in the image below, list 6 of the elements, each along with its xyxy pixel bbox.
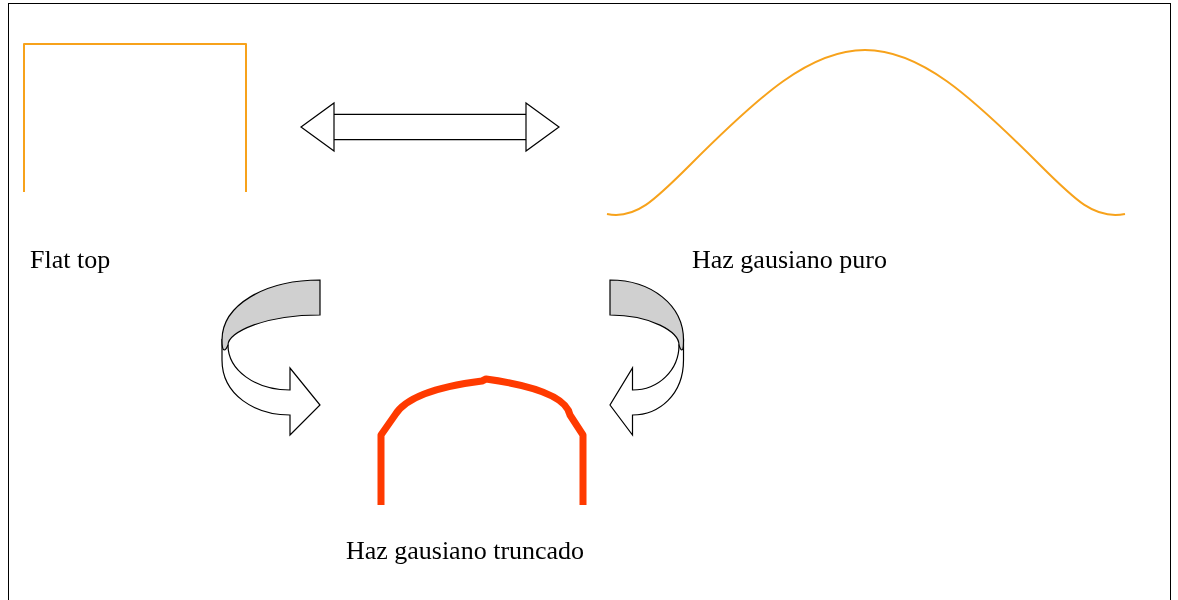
curved-block-arrow — [221, 279, 321, 436]
profile-label: Haz gausiano puro — [692, 245, 887, 275]
profile-label: Haz gausiano truncado — [344, 536, 586, 566]
double-block-arrow — [300, 102, 560, 152]
profile-label: Flat top — [30, 245, 111, 275]
curved-block-arrow — [609, 279, 685, 436]
